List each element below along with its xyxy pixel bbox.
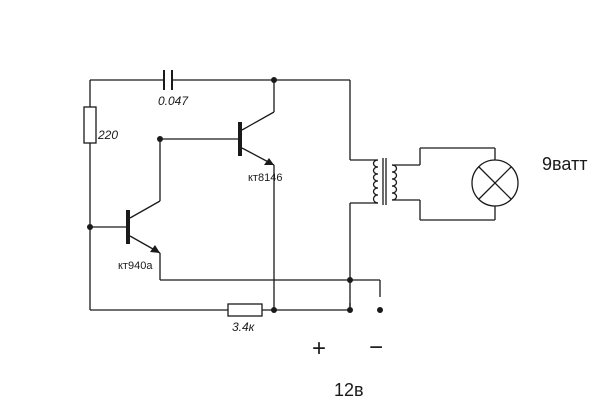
emitter-arrow-upper (264, 158, 274, 165)
emitter-arrow-lower (150, 245, 160, 253)
top-wire (90, 79, 351, 160)
supply-voltage-label: 12в (334, 380, 364, 400)
transformer (372, 158, 398, 205)
capacitor-label: 0.047 (158, 94, 189, 108)
resistor-3-4k (227, 303, 263, 317)
resistor-220 (83, 106, 97, 144)
junction-dots (87, 77, 383, 313)
secondary-wire (392, 147, 496, 221)
transistor-upper (160, 80, 275, 310)
power-terminals (349, 280, 381, 310)
transistor-lower-label: кт940а (118, 260, 153, 272)
resistor-220-label: 220 (97, 128, 118, 142)
plus-terminal-label: + (312, 335, 326, 362)
minus-terminal-label: − (369, 334, 383, 361)
primary-wire (349, 159, 378, 310)
transistor-lower (90, 139, 380, 281)
resistor-3-4k-label: 3.4к (232, 320, 256, 334)
capacitor (163, 70, 173, 90)
lamp-power-label: 9ватт (542, 154, 587, 174)
lamp-symbol (471, 159, 519, 207)
transistor-upper-label: кт8146 (248, 172, 282, 184)
